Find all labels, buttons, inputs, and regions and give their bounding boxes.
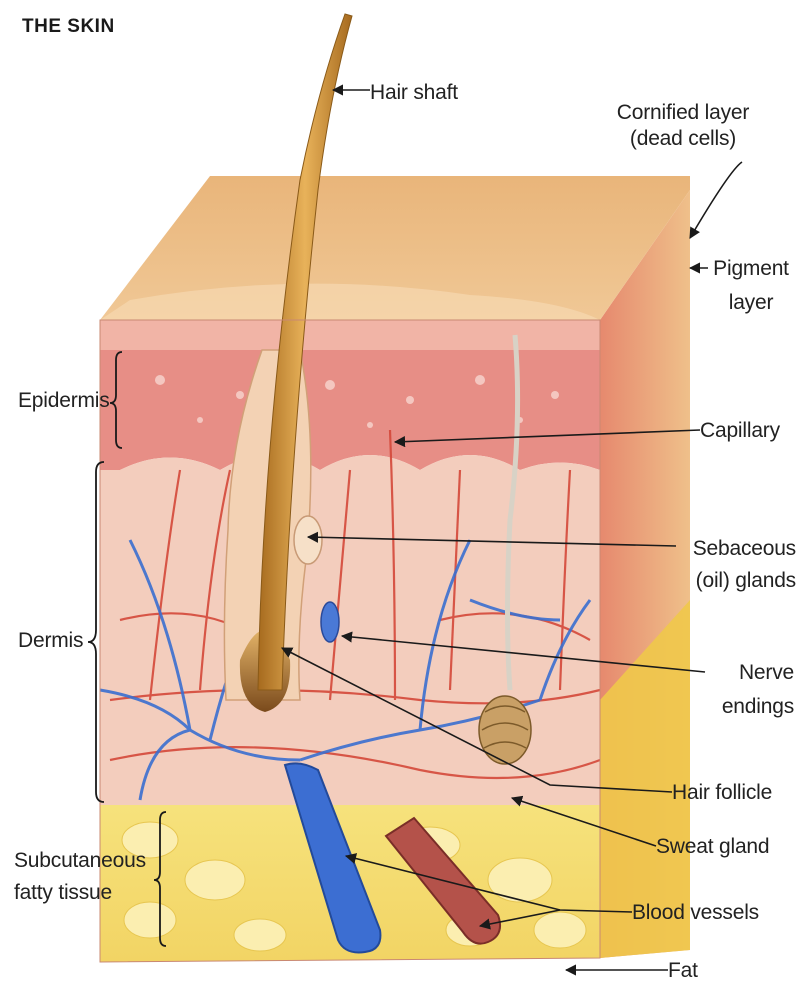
nerve-ending-body: [321, 602, 339, 642]
label-dermis: Dermis: [18, 628, 83, 654]
label-hair-shaft: Hair shaft: [370, 80, 458, 106]
label-sebaceous-glands: Sebaceous (oil) glands: [656, 536, 796, 594]
label-subcutaneous-fatty-tissue: Subcutaneous fatty tissue: [14, 848, 146, 906]
label-pigment-layer: Pigment layer: [708, 256, 794, 316]
sweat-gland-coil: [479, 696, 531, 764]
label-hair-follicle: Hair follicle: [672, 780, 772, 806]
label-nerve-endings: Nerve endings: [690, 660, 794, 720]
label-cornified-layer: Cornified layer (dead cells): [598, 100, 768, 152]
label-blood-vessels: Blood vessels: [632, 900, 759, 926]
sebaceous-gland: [294, 516, 322, 564]
label-epidermis: Epidermis: [18, 388, 110, 414]
label-capillary: Capillary: [700, 418, 780, 444]
diagram-title: THE SKIN: [22, 16, 115, 38]
label-fat: Fat: [668, 958, 698, 984]
leader-cornified: [690, 162, 742, 238]
label-sweat-gland: Sweat gland: [656, 834, 769, 860]
